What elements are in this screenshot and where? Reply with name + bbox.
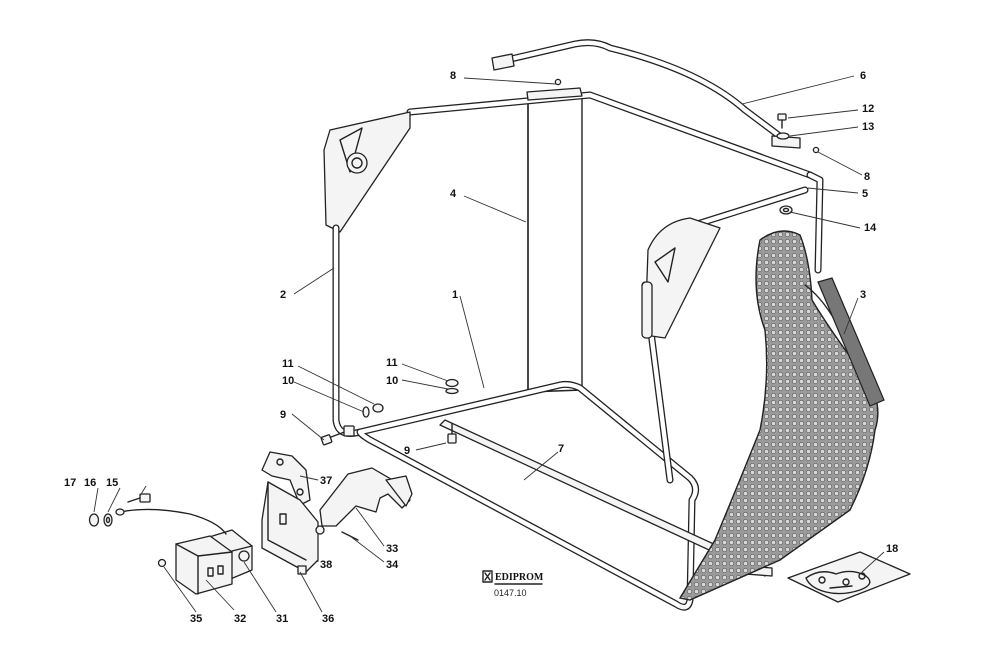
callout-11-left: 11 (282, 358, 294, 370)
callout-31: 31 (276, 613, 288, 625)
callout-37: 37 (320, 475, 332, 487)
callout-4: 4 (450, 188, 457, 200)
callout-18: 18 (886, 543, 898, 555)
callout-6: 6 (860, 70, 866, 82)
fastener-8-right (812, 146, 820, 154)
frame-top-rails (406, 91, 814, 179)
leader-lines (93, 75, 885, 613)
callout-3: 3 (860, 289, 866, 301)
latch-lever-33 (319, 467, 413, 527)
callout-16: 16 (84, 477, 96, 489)
fastener-12-bolt (777, 113, 787, 129)
callout-35: 35 (190, 613, 202, 625)
logo-text: EDIPROM (495, 572, 544, 583)
ediprom-logo: EDIPROM 0147.10 (482, 570, 544, 598)
latch-bracket-37 (261, 451, 311, 506)
frame-base-loop (356, 380, 699, 611)
callout-15: 15 (106, 477, 118, 489)
callout-36: 36 (322, 613, 334, 625)
latch-cover-32 (175, 535, 233, 595)
callout-7: 7 (558, 443, 564, 455)
drawing-code: 0147.10 (494, 588, 527, 598)
pin-38 (315, 525, 325, 535)
fastener-kit-bag (787, 551, 911, 603)
cable-wire (115, 508, 227, 535)
fastener-11-nut-a (372, 403, 384, 413)
fastener-8-top (526, 78, 583, 101)
callout-38: 38 (320, 559, 332, 571)
back-panel (527, 95, 583, 393)
callout-10-center: 10 (386, 375, 398, 387)
callout-13: 13 (862, 121, 874, 133)
left-side-plate (323, 111, 411, 233)
latch-housing-36 (261, 481, 319, 575)
right-side-plate (641, 217, 721, 339)
fastener-14-nut (779, 205, 793, 215)
callout-11-center: 11 (386, 357, 398, 369)
nut-17 (88, 513, 100, 527)
callout-5: 5 (862, 188, 868, 200)
callout-2: 2 (280, 289, 286, 301)
callout-34: 34 (386, 559, 399, 571)
callout-9-left: 9 (280, 409, 286, 421)
fastener-9-bolt-b (447, 423, 457, 444)
callout-9-center: 9 (404, 445, 410, 457)
callout-32: 32 (234, 613, 246, 625)
callout-8-right: 8 (864, 171, 870, 183)
callout-17: 17 (64, 477, 76, 489)
fastener-10-washer-b (445, 387, 459, 395)
callout-labels: 8 6 12 13 8 5 14 4 3 2 1 11 10 11 10 9 9… (64, 70, 898, 625)
fastener-13-washer (776, 132, 790, 140)
callout-14: 14 (864, 222, 877, 234)
handle-bar (491, 39, 801, 149)
callout-12: 12 (862, 103, 874, 115)
frame-left-upright (332, 224, 364, 437)
washer-16 (103, 513, 113, 527)
bolt-15 (127, 493, 151, 503)
fastener-11-nut-b (445, 378, 459, 388)
fastener-9-bolt-a (320, 425, 355, 446)
bottom-cross-strip (439, 419, 773, 577)
callout-10-left: 10 (282, 375, 294, 387)
callout-1: 1 (452, 289, 458, 301)
callout-8: 8 (450, 70, 456, 82)
screw-35 (157, 558, 167, 568)
callout-33: 33 (386, 543, 398, 555)
bag-stiffener-rod (817, 277, 885, 407)
